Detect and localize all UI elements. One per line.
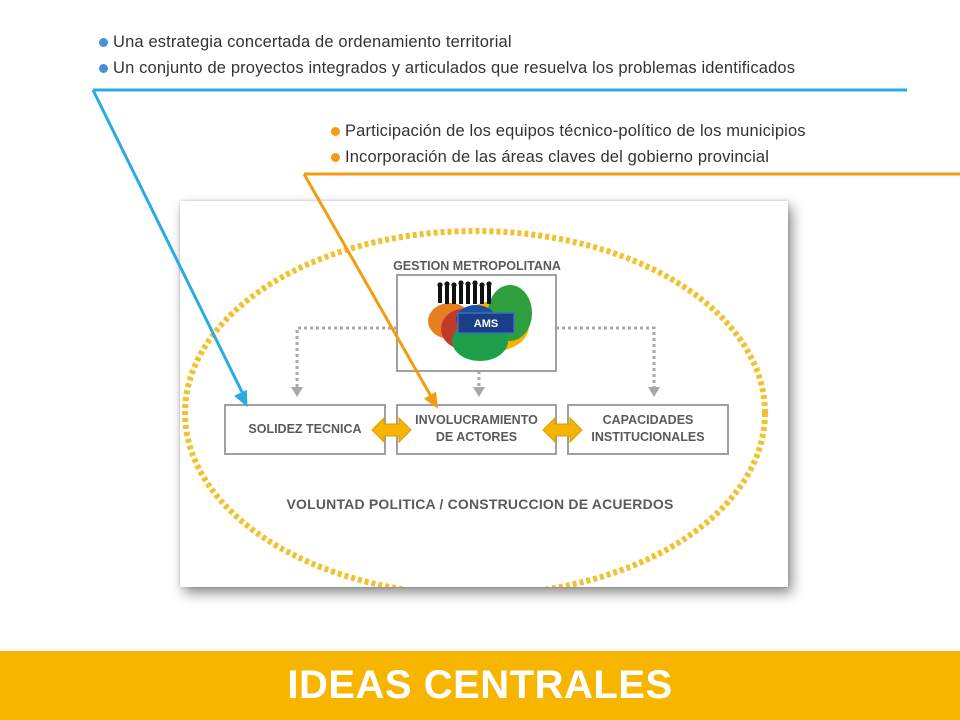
list-item: Un conjunto de proyectos integrados y ar…	[99, 55, 795, 81]
list-item: Incorporación de las áreas claves del go…	[331, 144, 806, 170]
box-capacidades	[567, 404, 729, 455]
diagram-graphic	[182, 228, 768, 587]
ams-logo	[428, 280, 532, 361]
box-solidez-label: SOLIDEZ TECNICA	[248, 422, 362, 436]
top-box-title: GESTION METROPOLITANA	[393, 259, 561, 273]
middle-bullet-list: Participación de los equipos técnico-pol…	[331, 118, 806, 170]
consensus-ellipse	[182, 228, 768, 587]
list-item: Participación de los equipos técnico-pol…	[331, 118, 806, 144]
bullet-dot-icon	[331, 127, 340, 136]
logo-text: AMS	[473, 318, 499, 330]
ellipse-caption: VOLUNTAD POLITICA / CONSTRUCCION DE ACUE…	[286, 496, 674, 512]
diagram-image: GESTION METROPOLITANA AMS SOLIDEZ TECNIC…	[180, 201, 788, 587]
bullet-dot-icon	[331, 153, 340, 162]
slide-title: IDEAS CENTRALES	[287, 663, 673, 707]
bullet-dot-icon	[99, 64, 108, 73]
box-involucramiento-label: INVOLUCRAMIENTO DE ACTORES	[415, 413, 538, 444]
top-bullet-list: Una estrategia concertada de ordenamient…	[99, 29, 795, 81]
connector-arrowheads	[291, 387, 660, 397]
footer-bar: IDEAS CENTRALES	[0, 651, 960, 720]
box-solidez	[224, 404, 386, 455]
bullet-dot-icon	[99, 38, 108, 47]
dotted-connectors	[295, 326, 656, 387]
box-capacidades-label: CAPACIDADES INSTITUCIONALES	[591, 413, 705, 444]
double-arrows	[371, 416, 583, 444]
list-item: Una estrategia concertada de ordenamient…	[99, 29, 795, 55]
